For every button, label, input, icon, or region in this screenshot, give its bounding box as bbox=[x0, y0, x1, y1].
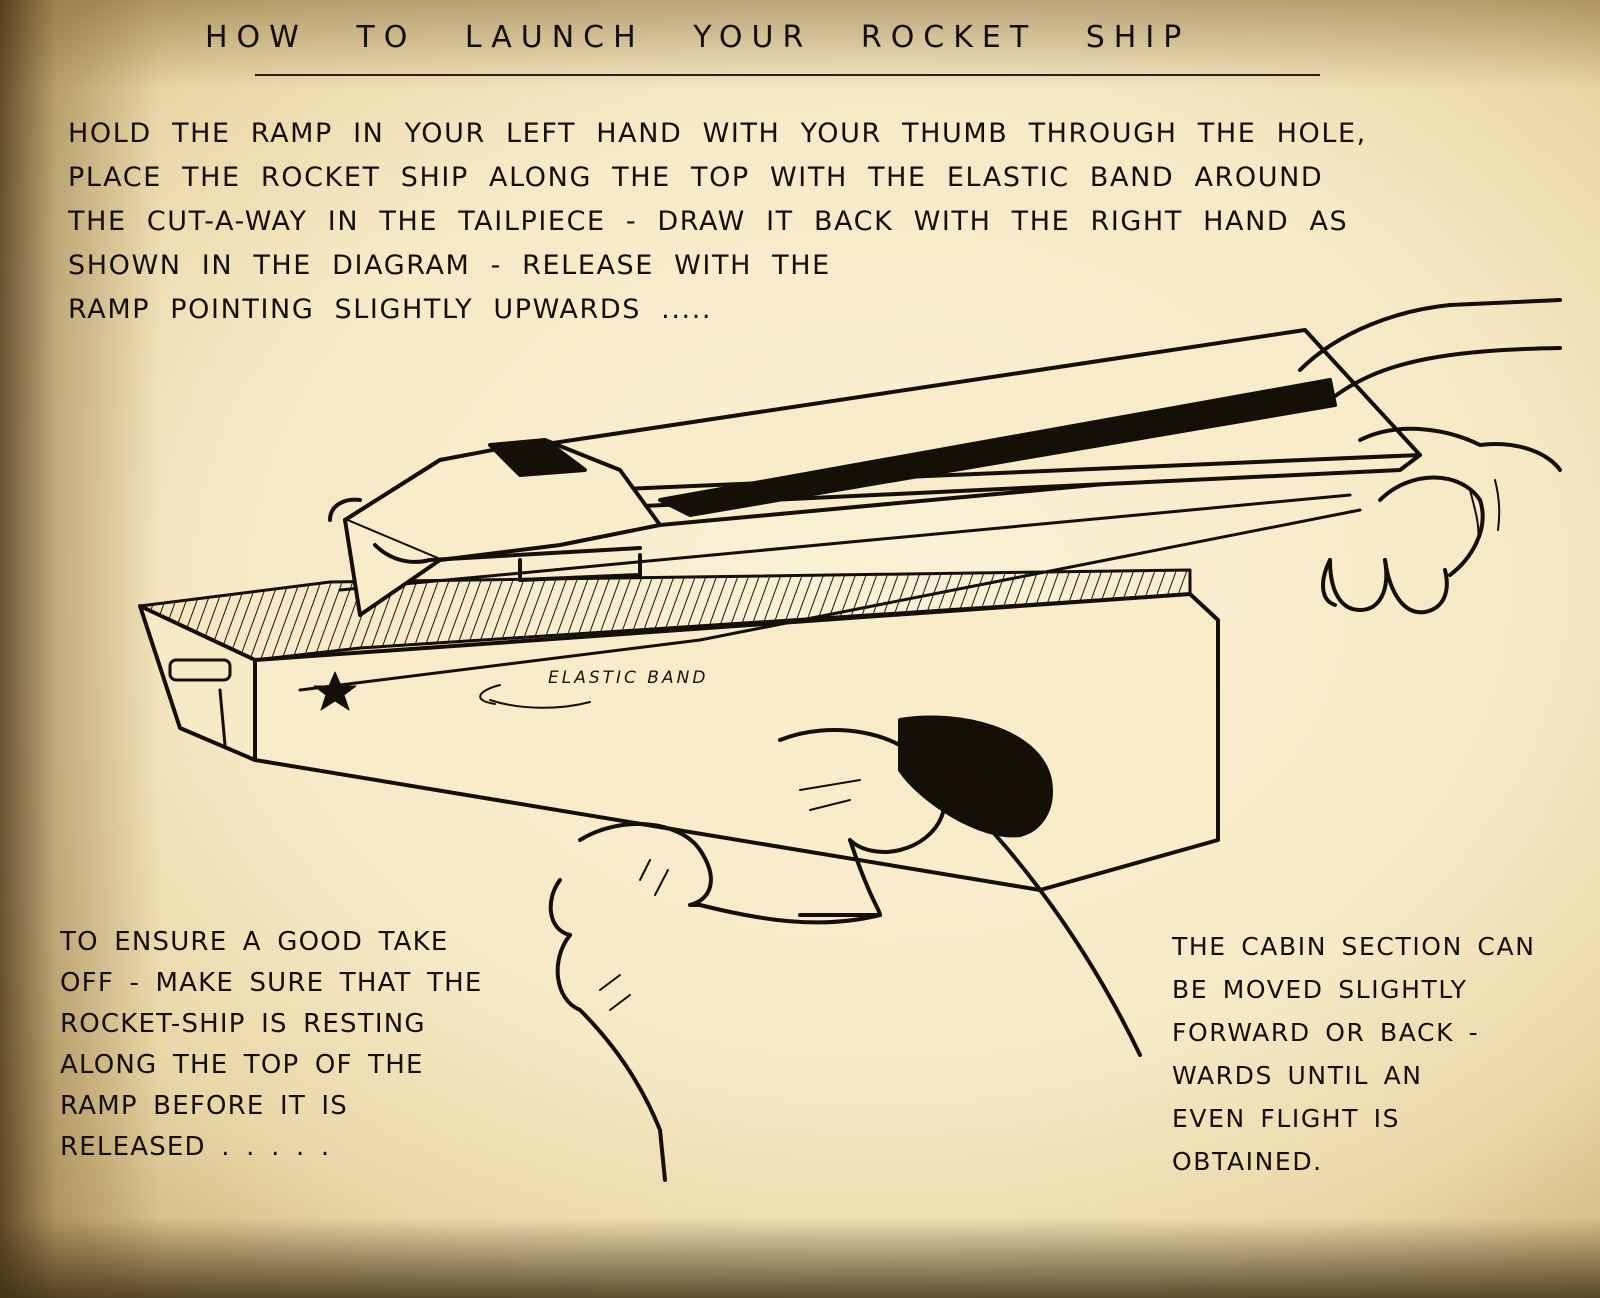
tip-line: ROCKET-SHIP IS RESTING bbox=[60, 1009, 426, 1039]
instruction-line: RAMP POINTING SLIGHTLY UPWARDS ..... bbox=[68, 294, 713, 325]
paper-aging-bottom bbox=[0, 1218, 1600, 1298]
tip-line: BE MOVED SLIGHTLY bbox=[1172, 975, 1468, 1004]
launch-instructions: HOLD THE RAMP IN YOUR LEFT HAND WITH YOU… bbox=[68, 112, 1528, 332]
instruction-line: SHOWN IN THE DIAGRAM - RELEASE WITH THE bbox=[68, 250, 831, 281]
tip-line: ALONG THE TOP OF THE bbox=[60, 1050, 424, 1080]
tip-line: TO ENSURE A GOOD TAKE bbox=[60, 927, 449, 957]
tip-line: THE CABIN SECTION CAN bbox=[1172, 932, 1536, 961]
left-hand bbox=[548, 728, 1142, 1182]
tip-line: FORWARD OR BACK - bbox=[1172, 1018, 1480, 1047]
tip-line: OFF - MAKE SURE THAT THE bbox=[60, 968, 483, 998]
rocket-ship bbox=[328, 328, 1422, 617]
elastic-band-label: ELASTIC BAND bbox=[548, 668, 709, 688]
cabin-tip: THE CABIN SECTION CAN BE MOVED SLIGHTLY … bbox=[1172, 925, 1572, 1183]
tip-line: OBTAINED. bbox=[1172, 1147, 1323, 1176]
tip-line: RELEASED . . . . . bbox=[60, 1132, 331, 1162]
thumb-hole bbox=[898, 715, 1053, 838]
title-underline bbox=[255, 74, 1320, 76]
tip-line: RAMP BEFORE IT IS bbox=[60, 1091, 349, 1121]
page-title: HOW TO LAUNCH YOUR ROCKET SHIP bbox=[205, 20, 1191, 55]
instruction-line: PLACE THE ROCKET SHIP ALONG THE TOP WITH… bbox=[68, 162, 1324, 193]
tip-line: EVEN FLIGHT IS bbox=[1172, 1104, 1401, 1133]
right-hand bbox=[1298, 298, 1562, 615]
instruction-line: HOLD THE RAMP IN YOUR LEFT HAND WITH YOU… bbox=[68, 118, 1367, 149]
elastic-band bbox=[298, 493, 1362, 709]
takeoff-tip: TO ENSURE A GOOD TAKE OFF - MAKE SURE TH… bbox=[60, 922, 580, 1168]
star-icon bbox=[313, 671, 357, 711]
instruction-line: THE CUT-A-WAY IN THE TAILPIECE - DRAW IT… bbox=[68, 206, 1349, 237]
paper-aging-left bbox=[0, 0, 160, 1298]
ramp bbox=[138, 568, 1220, 892]
tip-line: WARDS UNTIL AN bbox=[1172, 1061, 1423, 1090]
